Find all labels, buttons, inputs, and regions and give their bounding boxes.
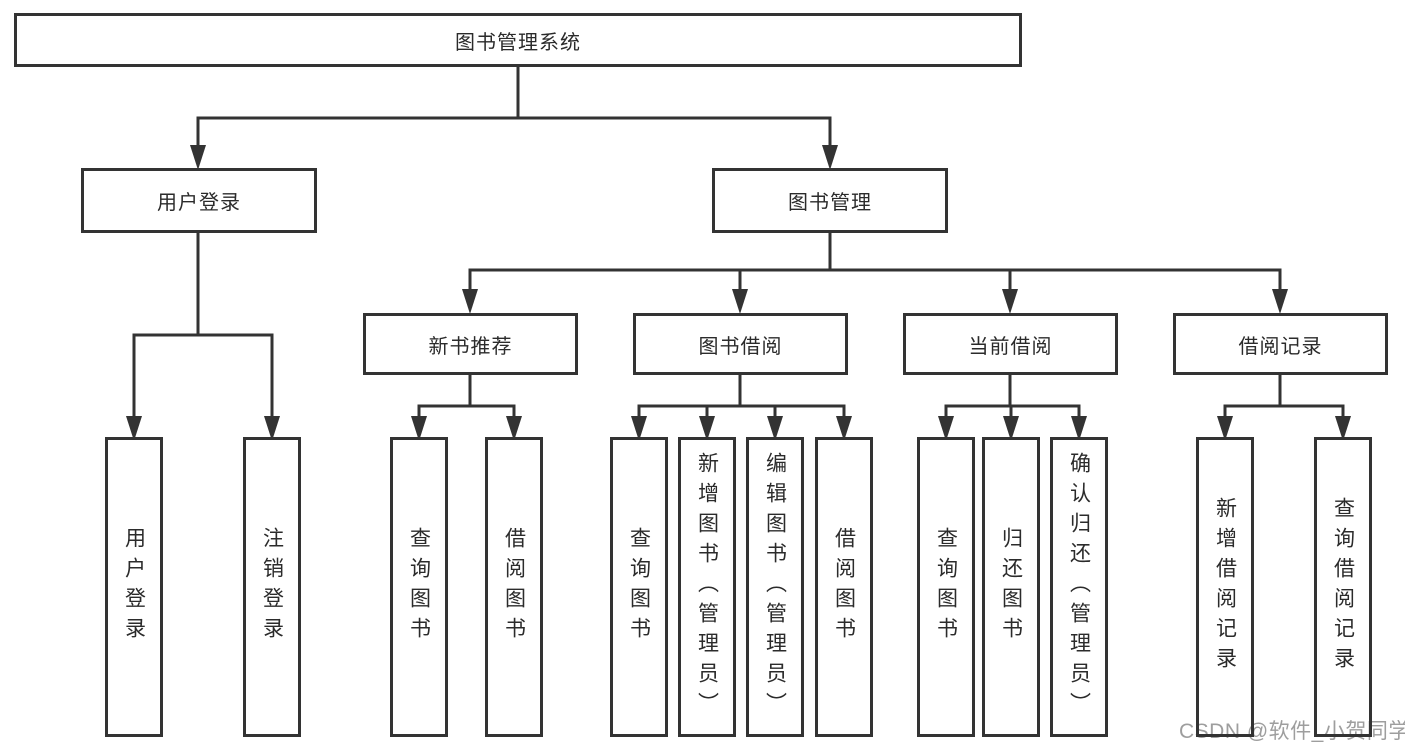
node-new-book-recommendation: 新书推荐 bbox=[363, 313, 578, 375]
leaf-user-login-label: 用户登录 bbox=[122, 527, 146, 647]
node-borrowing-records: 借阅记录 bbox=[1173, 313, 1388, 375]
arrowheads bbox=[126, 145, 1351, 441]
node-book-management: 图书管理 bbox=[712, 168, 948, 233]
leaf-logout-label: 注销登录 bbox=[260, 527, 284, 647]
node-borrowing-records-label: 借阅记录 bbox=[1238, 335, 1323, 358]
leaf-user-login: 用户登录 bbox=[105, 437, 163, 737]
leaf-record-query-borrow-record: 查询借阅记录 bbox=[1314, 437, 1372, 737]
leaf-borrow-borrow-book: 借阅图书 bbox=[815, 437, 873, 737]
leaf-current-return-book: 归还图书 bbox=[982, 437, 1040, 737]
leaf-rec-query-book-label: 查询图书 bbox=[407, 527, 431, 647]
leaf-rec-borrow-book: 借阅图书 bbox=[485, 437, 543, 737]
leaf-current-query-book: 查询图书 bbox=[917, 437, 975, 737]
leaf-rec-borrow-book-label: 借阅图书 bbox=[502, 527, 526, 647]
node-user-login-label: 用户登录 bbox=[157, 192, 241, 214]
node-new-book-recommendation-label: 新书推荐 bbox=[428, 335, 513, 358]
leaf-current-return-book-label: 归还图书 bbox=[999, 527, 1023, 647]
leaf-current-query-book-label: 查询图书 bbox=[934, 527, 958, 647]
leaf-borrow-add-book-admin-label: 新增图书（管理员） bbox=[695, 452, 719, 722]
leaf-current-confirm-return-admin: 确认归还（管理员） bbox=[1050, 437, 1108, 737]
leaf-current-confirm-return-admin-label: 确认归还（管理员） bbox=[1067, 452, 1091, 722]
node-book-borrowing: 图书借阅 bbox=[633, 313, 848, 375]
leaf-record-add-borrow-record-label: 新增借阅记录 bbox=[1213, 497, 1237, 677]
watermark: CSDN @软件_小贺同学 bbox=[1179, 720, 1405, 743]
node-current-borrowing: 当前借阅 bbox=[903, 313, 1118, 375]
leaf-borrow-edit-book-admin: 编辑图书（管理员） bbox=[746, 437, 804, 737]
leaf-borrow-query-book: 查询图书 bbox=[610, 437, 668, 737]
node-root: 图书管理系统 bbox=[14, 13, 1022, 67]
leaf-borrow-query-book-label: 查询图书 bbox=[627, 527, 651, 647]
leaf-borrow-edit-book-admin-label: 编辑图书（管理员） bbox=[763, 452, 787, 722]
leaf-rec-query-book: 查询图书 bbox=[390, 437, 448, 737]
node-book-management-label: 图书管理 bbox=[788, 192, 872, 214]
node-current-borrowing-label: 当前借阅 bbox=[968, 335, 1053, 358]
leaf-record-add-borrow-record: 新增借阅记录 bbox=[1196, 437, 1254, 737]
node-book-borrowing-label: 图书借阅 bbox=[698, 335, 783, 358]
node-user-login: 用户登录 bbox=[81, 168, 317, 233]
leaf-record-query-borrow-record-label: 查询借阅记录 bbox=[1331, 497, 1355, 677]
leaf-borrow-add-book-admin: 新增图书（管理员） bbox=[678, 437, 736, 737]
leaf-borrow-borrow-book-label: 借阅图书 bbox=[832, 527, 856, 647]
node-root-label: 图书管理系统 bbox=[455, 31, 581, 54]
leaf-logout: 注销登录 bbox=[243, 437, 301, 737]
